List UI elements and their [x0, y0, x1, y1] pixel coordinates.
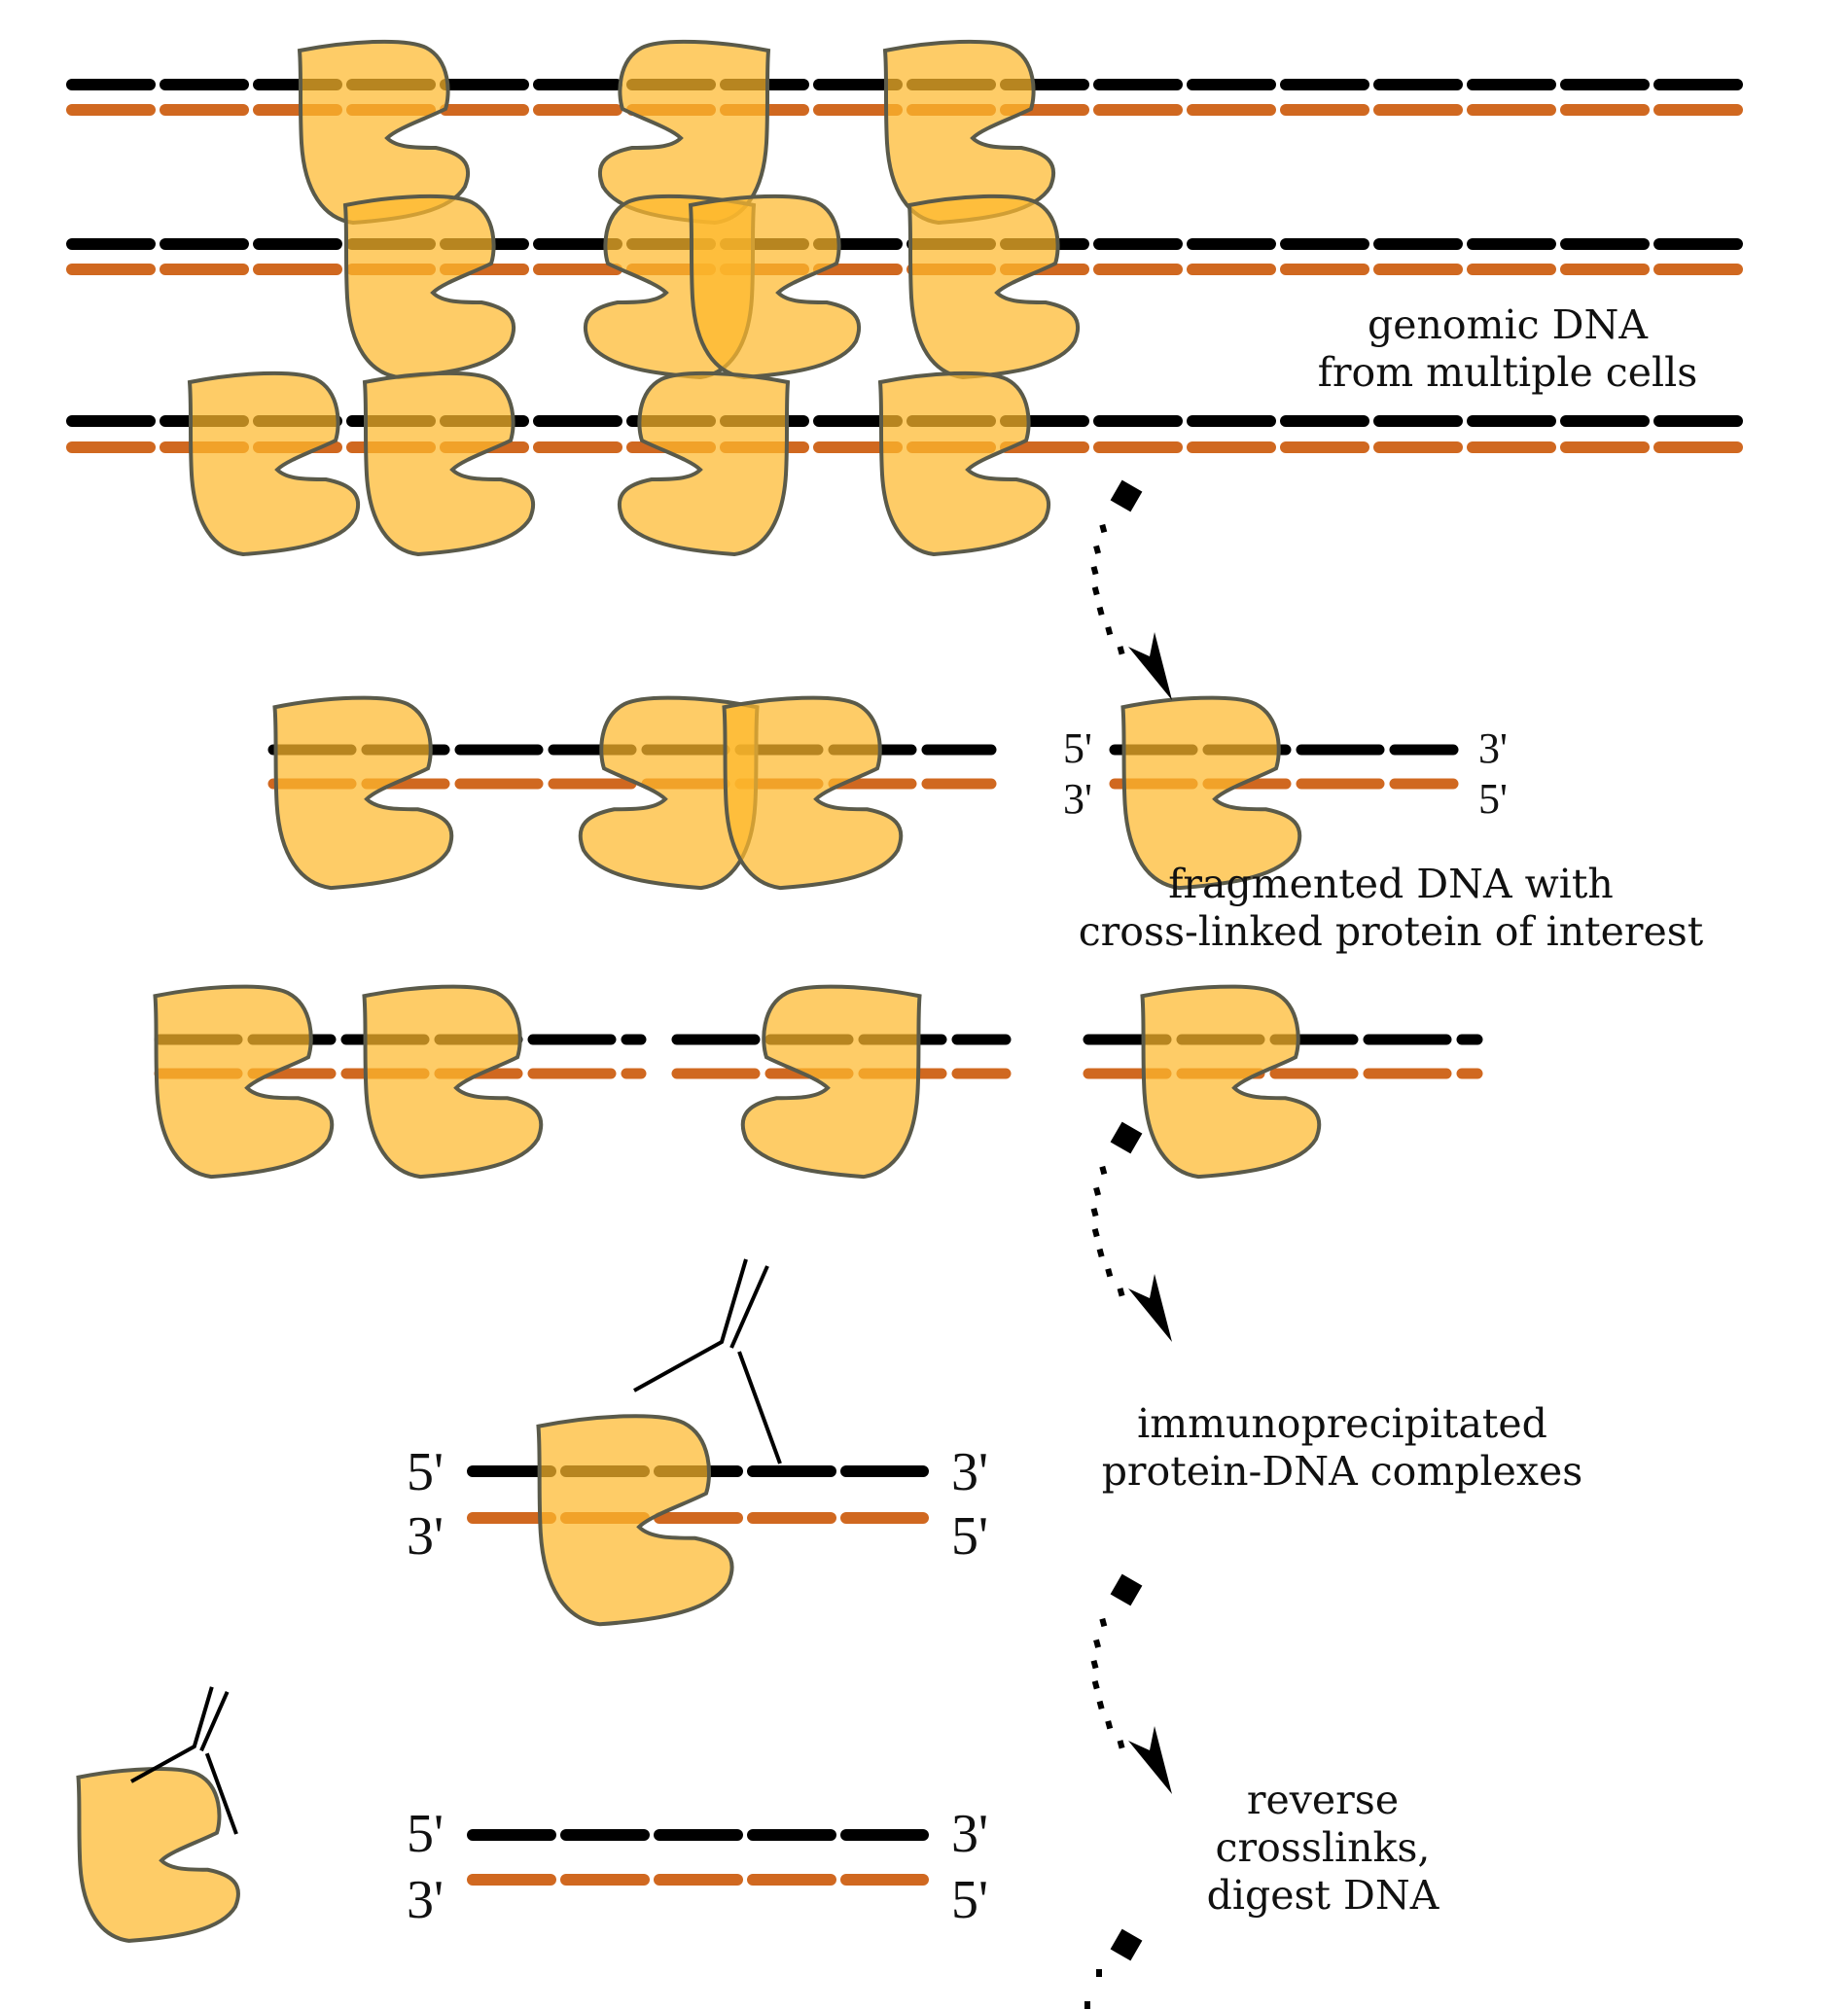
- strand-end-3prime: 3': [951, 1442, 989, 1502]
- dotted-curved-arrow-icon: [1090, 1573, 1172, 1794]
- strand-end-5prime: 5': [407, 1804, 444, 1864]
- strand-end-3prime: 3': [407, 1506, 444, 1567]
- antibody-icon: [130, 1686, 238, 1835]
- protein-of-interest-icon: [907, 194, 1081, 379]
- protein-of-interest-icon: [188, 370, 361, 556]
- protein-of-interest-icon: [1140, 984, 1322, 1180]
- protein-of-interest-icon: [153, 984, 335, 1180]
- protein-of-interest-icon: [343, 194, 516, 379]
- step-label-genomic-dna: genomic DNA from multiple cells: [1317, 301, 1698, 397]
- protein-of-interest-icon: [362, 984, 544, 1180]
- dotted-curved-arrow-icon: [1090, 1121, 1172, 1342]
- strand-end-5prime: 5': [951, 1506, 989, 1567]
- dotted-curved-arrow-icon: [1090, 479, 1172, 700]
- step-label-fragmented-dna: fragmented DNA with cross-linked protein…: [1078, 861, 1704, 956]
- strand-end-5prime: 5': [1063, 724, 1092, 772]
- protein-of-interest-icon: [78, 1769, 237, 1941]
- strand-end-5prime: 5': [951, 1870, 989, 1930]
- protein-of-interest-icon: [617, 370, 790, 556]
- step-label-reverse-crosslinks: reverse crosslinks, digest DNA: [1206, 1777, 1439, 1920]
- strand-end-5prime: 5': [407, 1442, 444, 1502]
- protein-of-interest-icon: [689, 194, 862, 379]
- protein-of-interest-icon: [878, 370, 1051, 556]
- strand-end-3prime: 3': [1063, 775, 1092, 823]
- protein-of-interest-icon: [1120, 695, 1302, 891]
- antibody-icon: [633, 1258, 782, 1464]
- strand-end-3prime: 3': [1478, 724, 1508, 772]
- protein-of-interest-icon: [722, 695, 904, 891]
- step-label-immunoprecipitated: immunoprecipitated protein-DNA complexes: [1101, 1400, 1583, 1496]
- protein-of-interest-icon: [272, 695, 454, 891]
- protein-of-interest-icon: [740, 984, 922, 1180]
- dotted-curved-arrow-icon: [1084, 1928, 1143, 2009]
- strand-end-3prime: 3': [407, 1870, 444, 1930]
- strand-end-5prime: 5': [1478, 775, 1508, 823]
- protein-of-interest-icon: [363, 370, 536, 556]
- strand-end-3prime: 3': [951, 1804, 989, 1864]
